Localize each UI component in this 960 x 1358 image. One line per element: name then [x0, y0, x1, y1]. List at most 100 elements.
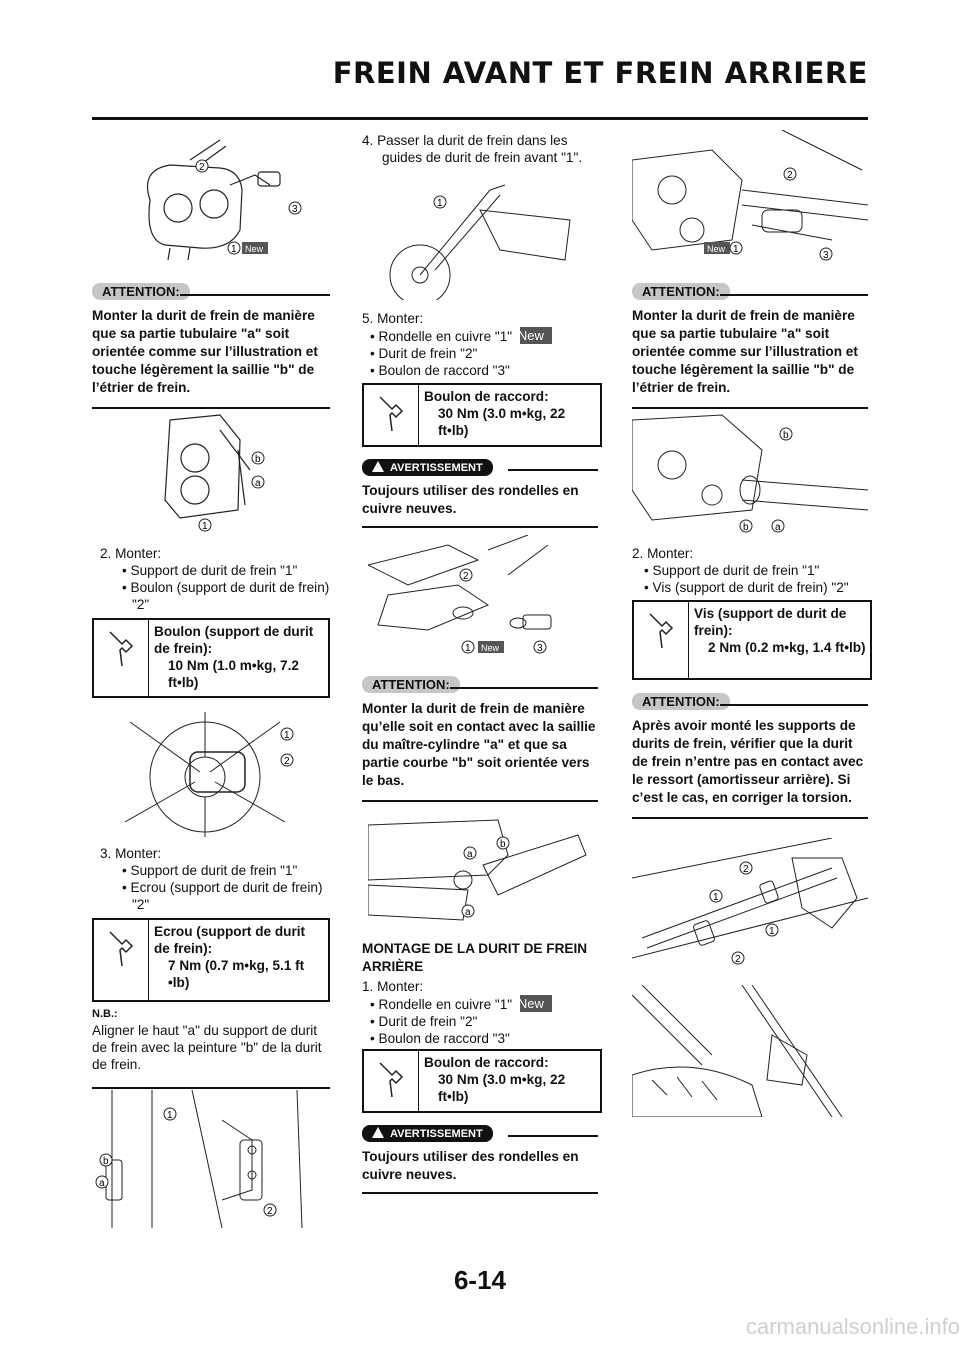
callout-3: 3	[823, 250, 829, 261]
step-label: 1. Monter:	[362, 979, 424, 994]
list-item: • Durit de frein "2"	[370, 346, 478, 361]
torque-wrench-icon	[379, 396, 404, 432]
callout-3: 3	[292, 204, 298, 215]
callout-2: 2	[463, 571, 469, 582]
attention-text: Monter la durit de frein de manière qu’e…	[362, 701, 596, 788]
step-label: 3. Monter:	[100, 846, 162, 861]
warning-block-1: AVERTISSEMENT Toujours utiliser des rond…	[362, 458, 598, 528]
torque-wrench-icon	[109, 631, 134, 667]
torque-value: 10 Nm (1.0 m•kg, 7.2 ft•lb)	[168, 658, 299, 690]
callout-2: 2	[787, 170, 793, 181]
new-badge: New	[707, 244, 726, 254]
callout-b: b	[743, 522, 749, 533]
torque-value: 7 Nm (0.7 m•kg, 5.1 ft •lb)	[168, 958, 305, 990]
callout-1: 1	[202, 521, 208, 532]
figure-motorcycle: 1	[389, 184, 571, 300]
warning-icon	[372, 1127, 384, 1138]
torque-wrench-icon	[109, 931, 134, 967]
warning-icon	[372, 461, 384, 472]
callout-1: 1	[733, 244, 739, 255]
callout-3: 3	[537, 643, 543, 654]
figure-rear-hose-brackets: 2 1 1 2	[632, 838, 868, 965]
list-item: • Vis (support de durit de frein) "2"	[644, 580, 849, 595]
callout-1: 1	[437, 198, 443, 209]
figure-rear-wheel	[632, 985, 843, 1117]
callout-2: 2	[199, 162, 205, 173]
header-rule	[92, 117, 868, 120]
callout-b: b	[500, 839, 506, 850]
callout-1: 1	[769, 926, 775, 937]
callout-2: 2	[743, 864, 749, 875]
callout-2: 2	[284, 756, 290, 767]
callout-b: b	[255, 454, 261, 465]
new-badge: New	[518, 327, 552, 344]
warning-block-2: AVERTISSEMENT Toujours utiliser des rond…	[362, 1124, 598, 1194]
torque-name: Vis (support de durit de frein):	[694, 606, 847, 638]
attention-block-4: ATTENTION: Après avoir monté les support…	[632, 693, 868, 819]
callout-b: b	[103, 1156, 109, 1167]
figure-rear-caliper: 2 New 1 3	[632, 130, 868, 261]
warning-text: Toujours utiliser des rondelles en cuivr…	[362, 483, 579, 516]
callout-a: a	[467, 849, 473, 860]
list-item: • Ecrou (support de durit de frein) "2"	[122, 880, 323, 912]
step-label: 2. Monter:	[100, 546, 162, 561]
new-badge: New	[245, 244, 264, 254]
attention-text: Monter la durit de frein de manière que …	[632, 308, 858, 395]
step-2-list-rear: 2. Monter: • Support de durit de frein "…	[632, 545, 872, 596]
callout-a: a	[255, 478, 261, 489]
callout-1: 1	[713, 892, 719, 903]
new-badge: New	[481, 643, 500, 653]
list-item: • Support de durit de frein "1"	[122, 563, 298, 578]
attention-text: Monter la durit de frein de manière que …	[92, 308, 318, 395]
page-title: FREIN AVANT ET FREIN ARRIERE	[332, 56, 868, 90]
callout-2: 2	[735, 954, 741, 965]
torque-value: 30 Nm (3.0 m•kg, 22 ft•lb)	[438, 1072, 566, 1104]
new-badge: New	[518, 995, 552, 1012]
list-item: • Support de durit de frein "1"	[122, 863, 298, 878]
step-2-list: 2. Monter: • Support de durit de frein "…	[100, 545, 330, 613]
torque-spec-1: Boulon (support de durit de frein):10 Nm…	[92, 618, 330, 698]
page-number: 6-14	[453, 1265, 507, 1295]
figure-fork-bracket: 1 b a 2	[95, 1090, 303, 1228]
torque-spec-2: Ecrou (support de durit de frein):7 Nm (…	[92, 918, 330, 1002]
step-4: 4. Passer la durit de frein dans les gui…	[362, 132, 602, 166]
list-item: • Rondelle en cuivre "1" New	[362, 327, 602, 345]
torque-wrench-icon	[379, 1062, 404, 1098]
list-item: • Boulon de raccord "3"	[370, 363, 510, 378]
watermark-url: carmanualsonline.info	[745, 1314, 960, 1339]
step-5-list: 5. Monter: • Rondelle en cuivre "1" New …	[362, 310, 602, 379]
nb-label: N.B.:	[92, 1008, 118, 1020]
nb-text: Aligner le haut "a" du support de durit …	[92, 1023, 322, 1072]
attention-badge: ATTENTION:	[632, 693, 730, 710]
step-3-list: 3. Monter: • Support de durit de frein "…	[100, 845, 330, 913]
list-item: • Boulon (support de durit de frein) "2"	[122, 580, 330, 612]
rear-hose-section: MONTAGE DE LA DURIT DE FREIN ARRIÈRE 1. …	[362, 940, 602, 1047]
list-item: • Durit de frein "2"	[370, 1014, 478, 1029]
warning-badge: AVERTISSEMENT	[362, 1125, 493, 1142]
torque-spec-5: Vis (support de durit de frein):2 Nm (0.…	[632, 600, 872, 680]
callout-a: a	[465, 907, 471, 918]
figure-rear-caliper-detail: b b a	[632, 414, 868, 533]
figure-caliper-front: b a 1	[164, 414, 265, 532]
figure-master-cylinder: 2 1 New 3	[368, 535, 552, 654]
callout-a: a	[99, 1178, 105, 1189]
torque-value: 30 Nm (3.0 m•kg, 22 ft•lb)	[438, 406, 566, 438]
list-item: • Rondelle en cuivre "1" New	[362, 995, 602, 1013]
warning-text: Toujours utiliser des rondelles en cuivr…	[362, 1149, 579, 1182]
list-item: • Boulon de raccord "3"	[370, 1031, 510, 1046]
attention-text: Après avoir monté les supports de durits…	[632, 718, 864, 805]
attention-block-1: ATTENTION: Monter la durit de frein de m…	[92, 283, 330, 409]
list-item: • Support de durit de frein "1"	[644, 563, 820, 578]
torque-name: Boulon (support de durit de frein):	[154, 624, 314, 656]
torque-spec-4: Boulon de raccord:30 Nm (3.0 m•kg, 22 ft…	[362, 1049, 602, 1113]
attention-block-2: ATTENTION: Monter la durit de frein de m…	[362, 676, 598, 802]
step-label: 5. Monter:	[362, 311, 424, 326]
figure-caliper-top: 2 3 1 New	[146, 139, 302, 261]
attention-badge: ATTENTION:	[362, 676, 460, 693]
callout-b: b	[783, 430, 789, 441]
attention-block-3: ATTENTION: Monter la durit de frein de m…	[632, 283, 868, 409]
warning-badge: AVERTISSEMENT	[362, 459, 493, 476]
callout-1: 1	[465, 643, 471, 654]
torque-name: Boulon de raccord:	[424, 389, 549, 404]
torque-spec-3: Boulon de raccord: 30 Nm (3.0 m•kg, 22 ft…	[362, 383, 602, 447]
